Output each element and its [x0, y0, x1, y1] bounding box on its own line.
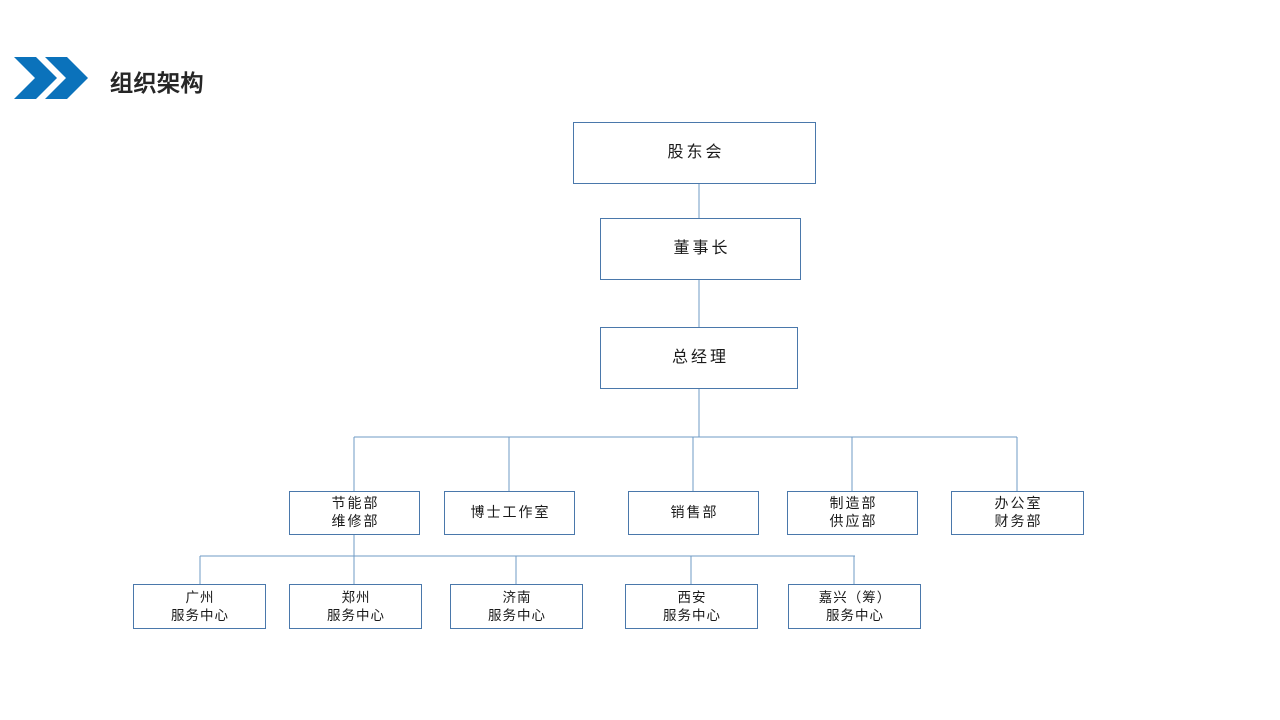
org-node-label: 西安 [677, 590, 707, 606]
org-node-manufacturing-supply[interactable]: 制造部供应部 [787, 491, 918, 535]
org-node-jinan-service[interactable]: 济南服务中心 [450, 584, 583, 629]
org-node-shareholders[interactable]: 股东会 [573, 122, 816, 184]
org-node-label: 博士工作室 [470, 504, 551, 521]
org-node-doctoral-studio[interactable]: 博士工作室 [444, 491, 575, 535]
org-node-sales[interactable]: 销售部 [628, 491, 759, 535]
org-node-label: 郑州 [341, 590, 371, 606]
org-node-label: 服务中心 [488, 607, 546, 623]
org-node-label: 嘉兴（筹） [818, 590, 892, 606]
org-node-label: 广州 [185, 590, 215, 606]
double-chevron-right-icon [14, 57, 88, 99]
org-node-label: 服务中心 [171, 607, 229, 623]
org-node-chairman[interactable]: 董事长 [600, 218, 801, 280]
org-node-label: 济南 [502, 590, 532, 606]
org-node-general-manager[interactable]: 总经理 [600, 327, 798, 389]
org-node-energy-maintenance[interactable]: 节能部维修部 [289, 491, 420, 535]
org-node-zhengzhou-service[interactable]: 郑州服务中心 [289, 584, 422, 629]
org-node-label: 董事长 [673, 239, 731, 257]
page-title: 组织架构 [110, 70, 204, 96]
org-node-guangzhou-service[interactable]: 广州服务中心 [133, 584, 266, 629]
org-node-label: 供应部 [829, 513, 878, 529]
org-node-office-finance[interactable]: 办公室财务部 [951, 491, 1084, 535]
org-node-label: 服务中心 [663, 607, 721, 623]
page-header: 组织架构 [0, 0, 1280, 110]
org-node-label: 总经理 [671, 348, 729, 366]
org-node-label: 节能部 [331, 495, 380, 512]
org-node-label: 股东会 [667, 143, 725, 161]
org-node-label: 办公室 [994, 495, 1043, 512]
org-node-jiaxing-service[interactable]: 嘉兴（筹）服务中心 [788, 584, 921, 629]
org-node-xian-service[interactable]: 西安服务中心 [625, 584, 758, 629]
org-node-label: 销售部 [670, 504, 719, 521]
org-node-label: 制造部 [829, 495, 878, 512]
org-node-label: 服务中心 [826, 607, 884, 623]
org-node-label: 服务中心 [327, 607, 385, 623]
org-node-label: 财务部 [994, 513, 1043, 529]
org-node-label: 维修部 [331, 513, 380, 529]
